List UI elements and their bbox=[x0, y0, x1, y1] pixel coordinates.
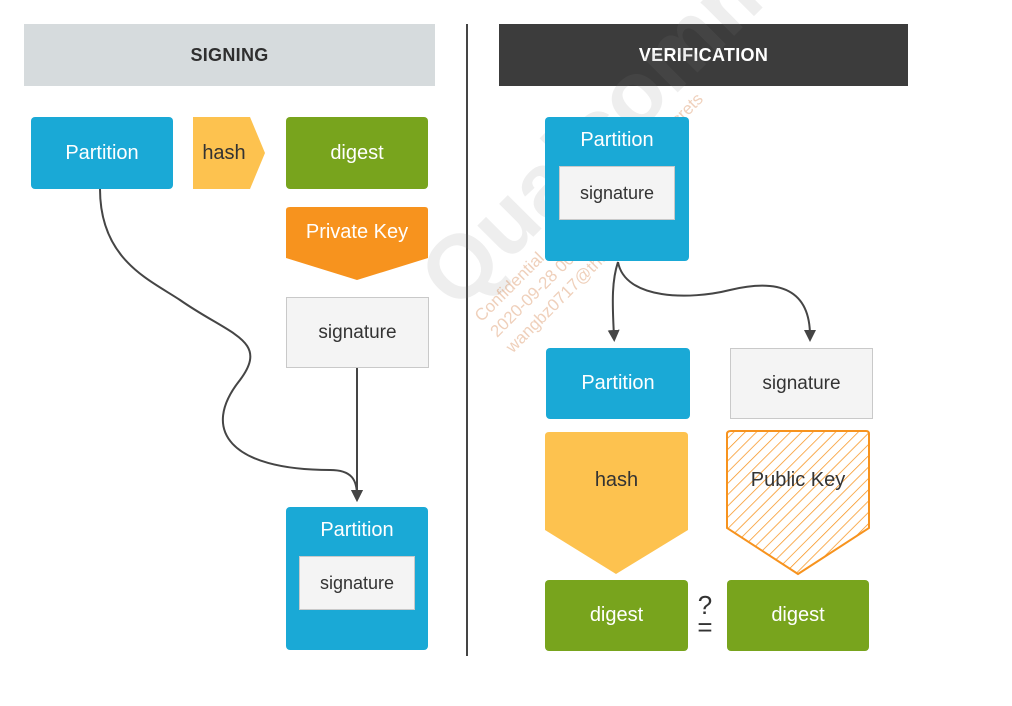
verify-source-signature-label: signature bbox=[579, 182, 655, 203]
public-key-label: Public Key bbox=[750, 468, 846, 491]
digest-compare-symbol: ? = bbox=[690, 592, 720, 640]
partition-to-result-connector bbox=[99, 188, 363, 502]
signing-digest-label: digest bbox=[330, 141, 384, 164]
signing-hash-shape bbox=[193, 117, 265, 189]
verification-header: VERIFICATION bbox=[499, 24, 908, 86]
compare-question-mark: ? bbox=[697, 590, 713, 620]
verify-source-partition-label: Partition bbox=[580, 129, 654, 151]
signing-signature-label: signature bbox=[318, 321, 397, 343]
verify-source-signature: signature bbox=[559, 166, 675, 220]
verify-signature-label: signature bbox=[762, 372, 841, 394]
signing-hash-label: hash bbox=[202, 141, 246, 164]
verify-partition-label: Partition bbox=[581, 372, 655, 394]
signing-digest-box: digest bbox=[286, 117, 428, 189]
signing-header: SIGNING bbox=[24, 24, 435, 86]
signing-signature-box: signature bbox=[286, 297, 429, 368]
public-key-shape bbox=[726, 430, 870, 576]
verify-digest-left-box: digest bbox=[545, 580, 688, 651]
verify-hash-label-wrap: hash bbox=[545, 450, 688, 510]
verify-source-partition-box: Partition signature bbox=[545, 117, 689, 261]
signing-partition-label: Partition bbox=[65, 141, 139, 164]
signing-header-label: SIGNING bbox=[190, 44, 269, 65]
verify-digest-right-label: digest bbox=[771, 604, 825, 626]
verify-hash-shape bbox=[545, 432, 688, 574]
signed-partition-signature: signature bbox=[299, 556, 415, 610]
verify-to-partition-connector bbox=[607, 261, 620, 342]
verification-header-label: VERIFICATION bbox=[638, 44, 769, 65]
signed-partition-box: Partition signature bbox=[286, 507, 428, 650]
signed-partition-signature-label: signature bbox=[319, 572, 395, 593]
private-key-label-wrap: Private Key bbox=[286, 207, 428, 257]
verify-partition-box: Partition bbox=[546, 348, 690, 419]
private-key-shape bbox=[286, 207, 428, 280]
section-divider bbox=[466, 24, 468, 656]
signed-partition-label: Partition bbox=[320, 519, 394, 541]
verify-to-signature-connector bbox=[617, 261, 816, 342]
signing-hash-label-wrap: hash bbox=[193, 117, 255, 189]
private-key-label: Private Key bbox=[305, 220, 409, 243]
signing-partition-box: Partition bbox=[31, 117, 173, 189]
public-key-label-wrap: Public Key bbox=[727, 450, 869, 510]
verify-signature-box: signature bbox=[730, 348, 873, 419]
verify-digest-right-box: digest bbox=[727, 580, 869, 651]
compare-equals-sign: = bbox=[697, 612, 713, 642]
verify-hash-label: hash bbox=[594, 468, 639, 491]
verify-digest-left-label: digest bbox=[589, 604, 644, 626]
